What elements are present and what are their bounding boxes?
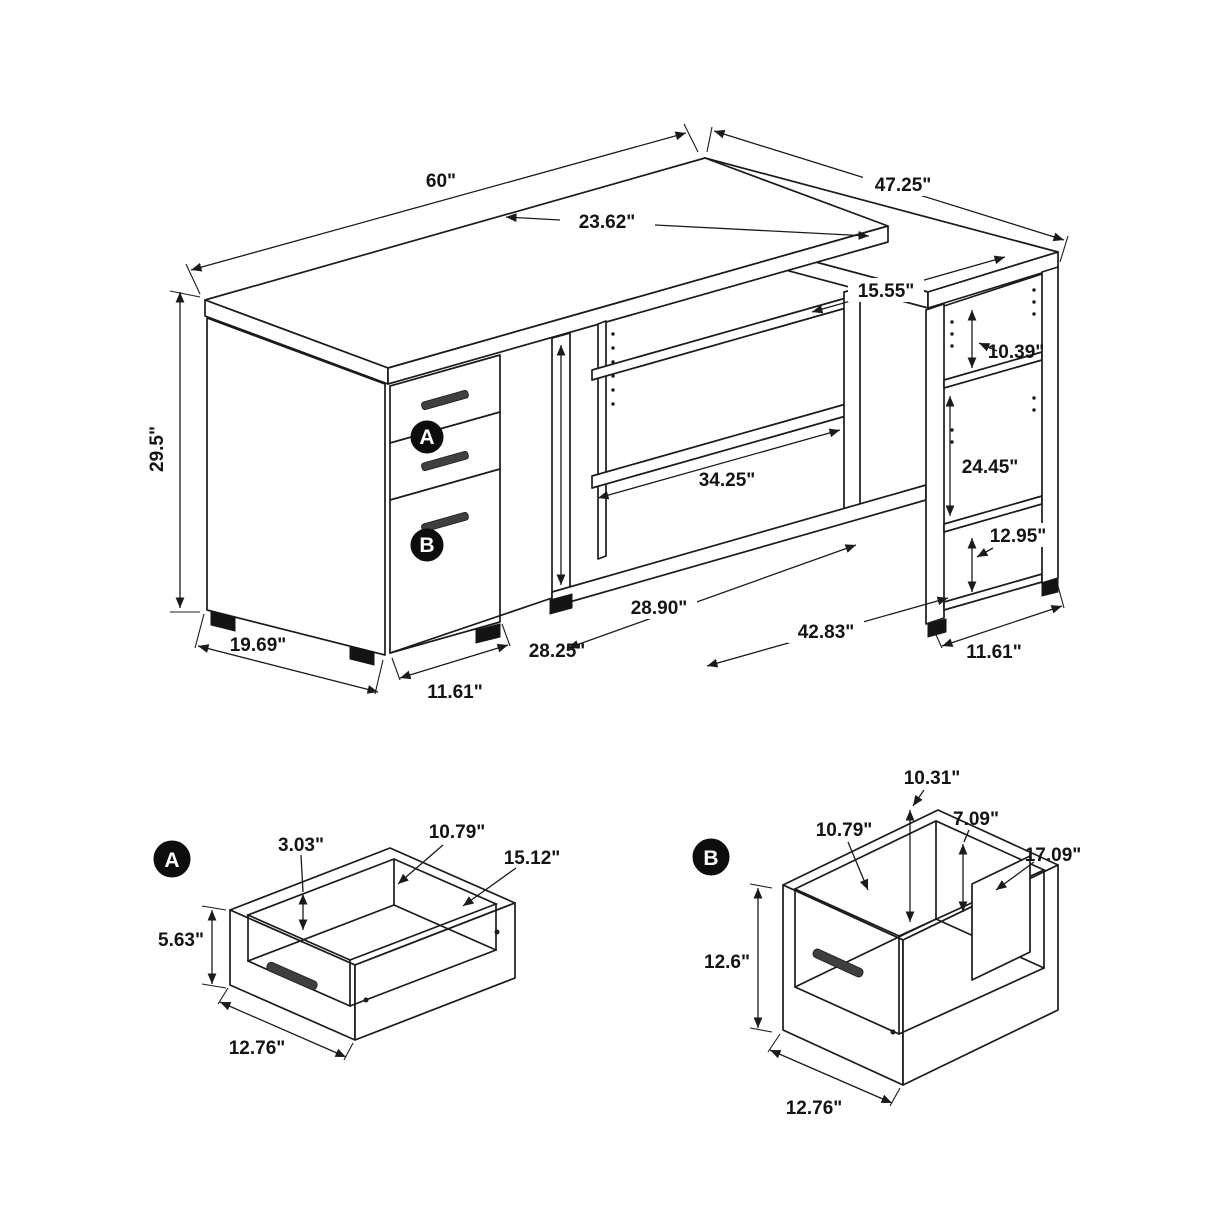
divider-panel	[843, 287, 861, 511]
main-desktop-slab	[204, 157, 889, 385]
detail-a-dimensions: 3.03" 10.79" 15.12" 5.63" 12.76"	[158, 822, 561, 1061]
main-dimensions: 60" 47.25" 23.62" 15.55" 10.39" 29.5" 34…	[147, 123, 1069, 703]
dim-top-shelf-gap: 10.39"	[988, 342, 1045, 363]
bookcase	[925, 266, 1059, 638]
detail-b-badge	[692, 838, 730, 876]
dim-shelf-width: 34.25"	[699, 470, 756, 491]
dim-return-length: 47.25"	[875, 175, 932, 196]
dim-b-interior-width: 10.79"	[816, 820, 873, 841]
dim-pedestal-base-width: 11.61"	[427, 682, 483, 703]
desk-foot	[475, 623, 501, 644]
detail-b: B 10.31" 7.09" 10.79"	[692, 768, 1081, 1119]
dim-a-interior-depth: 15.12"	[504, 848, 561, 869]
desk-structure: A B	[204, 157, 1059, 666]
dim-desk-width: 60"	[426, 171, 456, 192]
detail-a-badge-label: A	[164, 849, 179, 872]
drawer-handle	[421, 389, 469, 411]
detail-a: A 3.03" 10.79" 15.12"	[153, 822, 561, 1061]
bookcase-right-panel	[1041, 266, 1059, 584]
drawer-handle	[421, 450, 469, 472]
bookcase-bottom	[943, 573, 1043, 611]
dim-desk-depth: 23.62"	[579, 212, 636, 233]
detail-b-dimensions: 10.31" 7.09" 10.79" 17.09" 12.6" 12.76"	[704, 768, 1081, 1119]
dim-a-width: 12.76"	[229, 1038, 286, 1059]
dim-a-interior-width: 10.79"	[429, 822, 486, 843]
file-rail-panel	[971, 855, 1031, 981]
bottom-rail	[551, 484, 927, 608]
dim-bookcase-base-width: 11.61"	[966, 642, 1022, 663]
detail-b-badge-label: B	[703, 847, 718, 870]
desk-foot	[210, 611, 236, 632]
detail-a-drawer	[229, 847, 516, 1041]
drawer-a-badge-label: A	[419, 426, 434, 449]
desk-foot	[1041, 578, 1059, 597]
dim-side-panel-height: 28.25"	[529, 641, 586, 662]
dim-a-wall-offset: 3.03"	[278, 835, 324, 856]
drawer-b-badge-label: B	[419, 534, 434, 557]
detail-b-drawer	[782, 809, 1059, 1086]
dim-middle-shelf-gap: 24.45"	[962, 457, 1019, 478]
dim-corner-clearance: 28.90"	[631, 598, 688, 619]
drawer-a-badge	[410, 420, 444, 454]
dim-b-width: 12.76"	[786, 1098, 843, 1119]
dim-desk-height: 29.5"	[147, 426, 168, 472]
shelf-pin-holes	[611, 332, 615, 406]
bookcase-left-panel	[925, 303, 945, 625]
dim-b-interior-depth: 17.09"	[1025, 845, 1082, 866]
drawer-handle	[421, 511, 469, 533]
dim-a-height: 5.63"	[158, 930, 204, 951]
drawer-handle	[266, 961, 318, 991]
dim-b-back-height: 10.31"	[904, 768, 961, 789]
dim-b-rail-offset: 7.09"	[953, 809, 999, 830]
dim-return-base-length: 42.83"	[798, 622, 855, 643]
dim-b-height: 12.6"	[704, 952, 750, 973]
dim-pedestal-base-depth: 19.69"	[230, 635, 287, 656]
drawer-b-badge	[410, 528, 444, 562]
detail-a-badge	[153, 840, 191, 878]
dim-bottom-shelf-gap: 12.95"	[990, 526, 1047, 547]
dim-return-depth: 15.55"	[858, 281, 915, 302]
drawer-pedestal	[206, 317, 501, 666]
drawer-handle	[812, 948, 864, 978]
